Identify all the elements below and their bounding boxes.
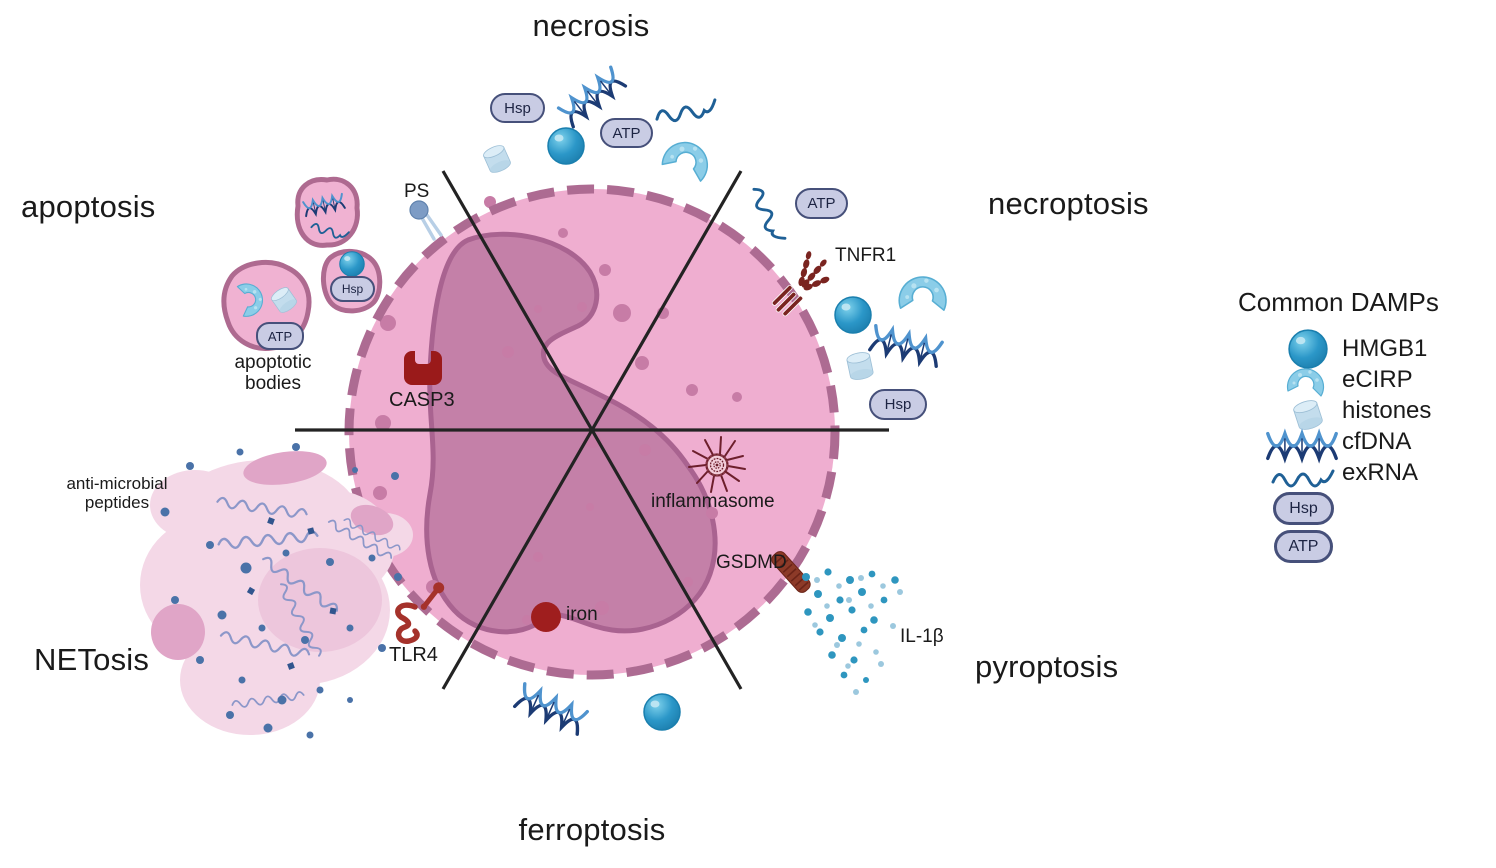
net-cloud (140, 443, 413, 739)
antimicrobial-line2: peptides (84, 493, 150, 513)
label-iron: iron (566, 604, 598, 625)
rna-wave-icon (1271, 469, 1335, 488)
cell-membrane-dashed (344, 184, 840, 680)
legend-icons (1266, 329, 1338, 488)
net-granule-dots (246, 517, 337, 670)
label-antimicrobial-peptides: anti-microbial peptides (66, 474, 167, 512)
apoptotic-bodies-line2: bodies (245, 373, 301, 395)
rna-wave-icon (653, 98, 719, 125)
rna-wave-icon (748, 184, 787, 246)
apoptotic-bodies-line1: apoptotic (234, 352, 312, 373)
legend-item-cfdna: cfDNA (1342, 428, 1412, 455)
hmgb1-sphere-icon (643, 693, 681, 731)
legend-item-exrna: exRNA (1342, 459, 1419, 486)
label-tlr4: TLR4 (389, 644, 438, 666)
ecirp-blob-icon (1286, 368, 1325, 397)
legend-title: Common DAMPs (1238, 287, 1439, 317)
label-apoptosis: apoptosis (21, 189, 156, 224)
label-casp3: CASP3 (389, 389, 455, 411)
casp3-icon (404, 351, 442, 385)
label-necroptosis: necroptosis (988, 186, 1149, 221)
legend-item-hmgb1: HMGB1 (1342, 335, 1428, 362)
apoptotic-bodies (221, 176, 383, 351)
hmgb1-sphere-icon (339, 251, 365, 277)
hsp-pill-legend: Hsp (1273, 492, 1334, 525)
inflammasome-icon (688, 436, 746, 493)
label-inflammasome: inflammasome (651, 491, 775, 512)
label-il1b: IL-1β (900, 626, 944, 647)
dna-helix-icon (513, 682, 589, 736)
cytoplasm-granules (373, 196, 742, 625)
histone-cylinder-icon (481, 142, 513, 176)
histone-cylinder-icon (1291, 397, 1325, 433)
sector-divider-lines (295, 170, 889, 690)
iron-icon (531, 602, 561, 632)
hsp-pill-necrosis: Hsp (490, 93, 545, 123)
label-tnfr1: TNFR1 (835, 245, 897, 266)
atp-pill-apoptotic-body: ATP (256, 322, 304, 350)
tlr4-receptor-icon (395, 582, 445, 644)
antimicrobial-peptide-dots (160, 443, 402, 739)
legend-item-ecirp: eCIRP (1342, 366, 1413, 393)
label-necrosis: necrosis (532, 8, 650, 43)
tnfr1-receptor-icon (771, 251, 830, 317)
label-ferroptosis: ferroptosis (518, 812, 666, 847)
hsp-pill-necroptosis: Hsp (869, 389, 927, 420)
ps-phosphatidylserine-icon (409, 200, 443, 241)
atp-pill-necrosis: ATP (600, 118, 653, 148)
hmgb1-sphere-icon (834, 296, 872, 334)
atp-pill-necroptosis: ATP (795, 188, 848, 219)
dna-helix-icon (868, 324, 944, 368)
ecirp-blob-icon (896, 273, 948, 316)
label-netosis: NETosis (34, 642, 150, 677)
inflammasome-spikes (688, 436, 746, 493)
histone-cylinder-icon (845, 350, 875, 382)
label-apoptotic-bodies: apoptotic bodies (234, 352, 311, 395)
ecirp-blob-icon (659, 136, 714, 183)
net-dense-blobs (151, 451, 394, 660)
label-gsdmd: GSDMD (716, 552, 787, 573)
label-ps: PS (404, 181, 430, 202)
antimicrobial-line1: anti-microbial (66, 474, 168, 493)
necrosis-damps (481, 65, 719, 183)
label-pyroptosis: pyroptosis (975, 649, 1119, 684)
atp-pill-legend: ATP (1274, 530, 1333, 563)
hsp-pill-apoptotic-body: Hsp (330, 276, 375, 302)
hmgb1-sphere-icon (547, 127, 585, 165)
legend-item-histones: histones (1342, 397, 1432, 424)
dna-helix-icon (1266, 431, 1338, 461)
hmgb1-sphere-icon (1288, 329, 1328, 369)
il1b-secretion-dots (802, 568, 903, 695)
